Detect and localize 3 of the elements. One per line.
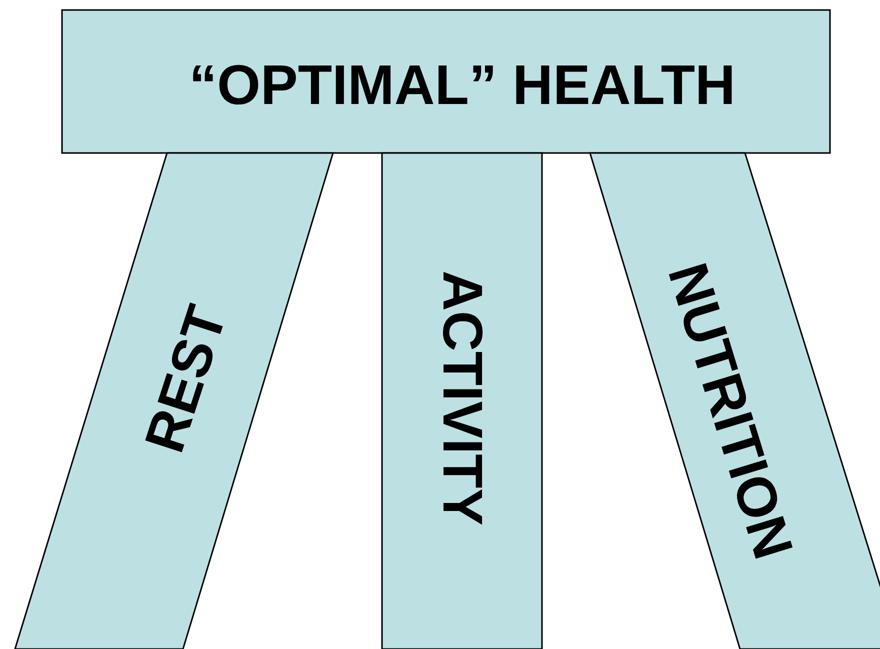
- leg-label: REST: [135, 299, 235, 459]
- title-text: “OPTIMAL” HEALTH: [189, 57, 736, 113]
- leg-label: ACTIVITY: [434, 270, 490, 526]
